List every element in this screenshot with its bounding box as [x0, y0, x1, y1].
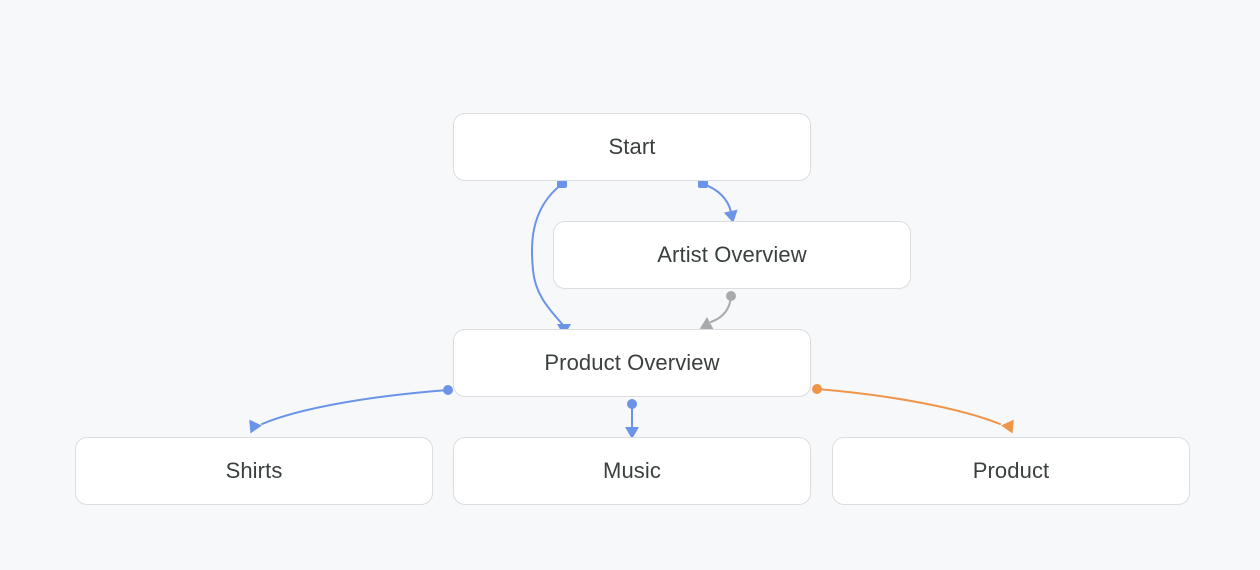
- node-music[interactable]: Music: [453, 437, 811, 505]
- edge-arrowhead: [1001, 419, 1014, 434]
- node-label: Music: [603, 458, 661, 483]
- edge-source-handle[interactable]: [698, 180, 708, 188]
- edge-source-handle[interactable]: [812, 384, 822, 394]
- edge-product-overview-to-shirts[interactable]: [244, 385, 453, 436]
- node-artist-overview[interactable]: Artist Overview: [553, 221, 911, 289]
- node-label: Product Overview: [544, 350, 720, 375]
- edge-source-handle[interactable]: [557, 180, 567, 188]
- edge-source-handle[interactable]: [726, 291, 736, 301]
- edge-product-overview-to-product[interactable]: [812, 384, 1019, 436]
- node-start[interactable]: Start: [453, 113, 811, 181]
- node-product-overview[interactable]: Product Overview: [453, 329, 811, 397]
- edge-path: [710, 295, 732, 323]
- edge-arrowhead: [249, 419, 262, 434]
- edge-path: [702, 183, 732, 213]
- edge-start-to-artist-overview[interactable]: [698, 180, 740, 224]
- edge-source-handle[interactable]: [627, 399, 637, 409]
- edge-path: [261, 389, 449, 425]
- node-label: Artist Overview: [657, 242, 807, 267]
- node-label: Product: [972, 458, 1050, 483]
- edge-source-handle[interactable]: [443, 385, 453, 395]
- edge-path: [816, 388, 1001, 425]
- node-label: Shirts: [225, 458, 283, 483]
- node-label: Start: [608, 134, 656, 159]
- edge-product-overview-to-music[interactable]: [625, 399, 639, 439]
- node-shirts[interactable]: Shirts: [75, 437, 433, 505]
- node-product[interactable]: Product: [832, 437, 1190, 505]
